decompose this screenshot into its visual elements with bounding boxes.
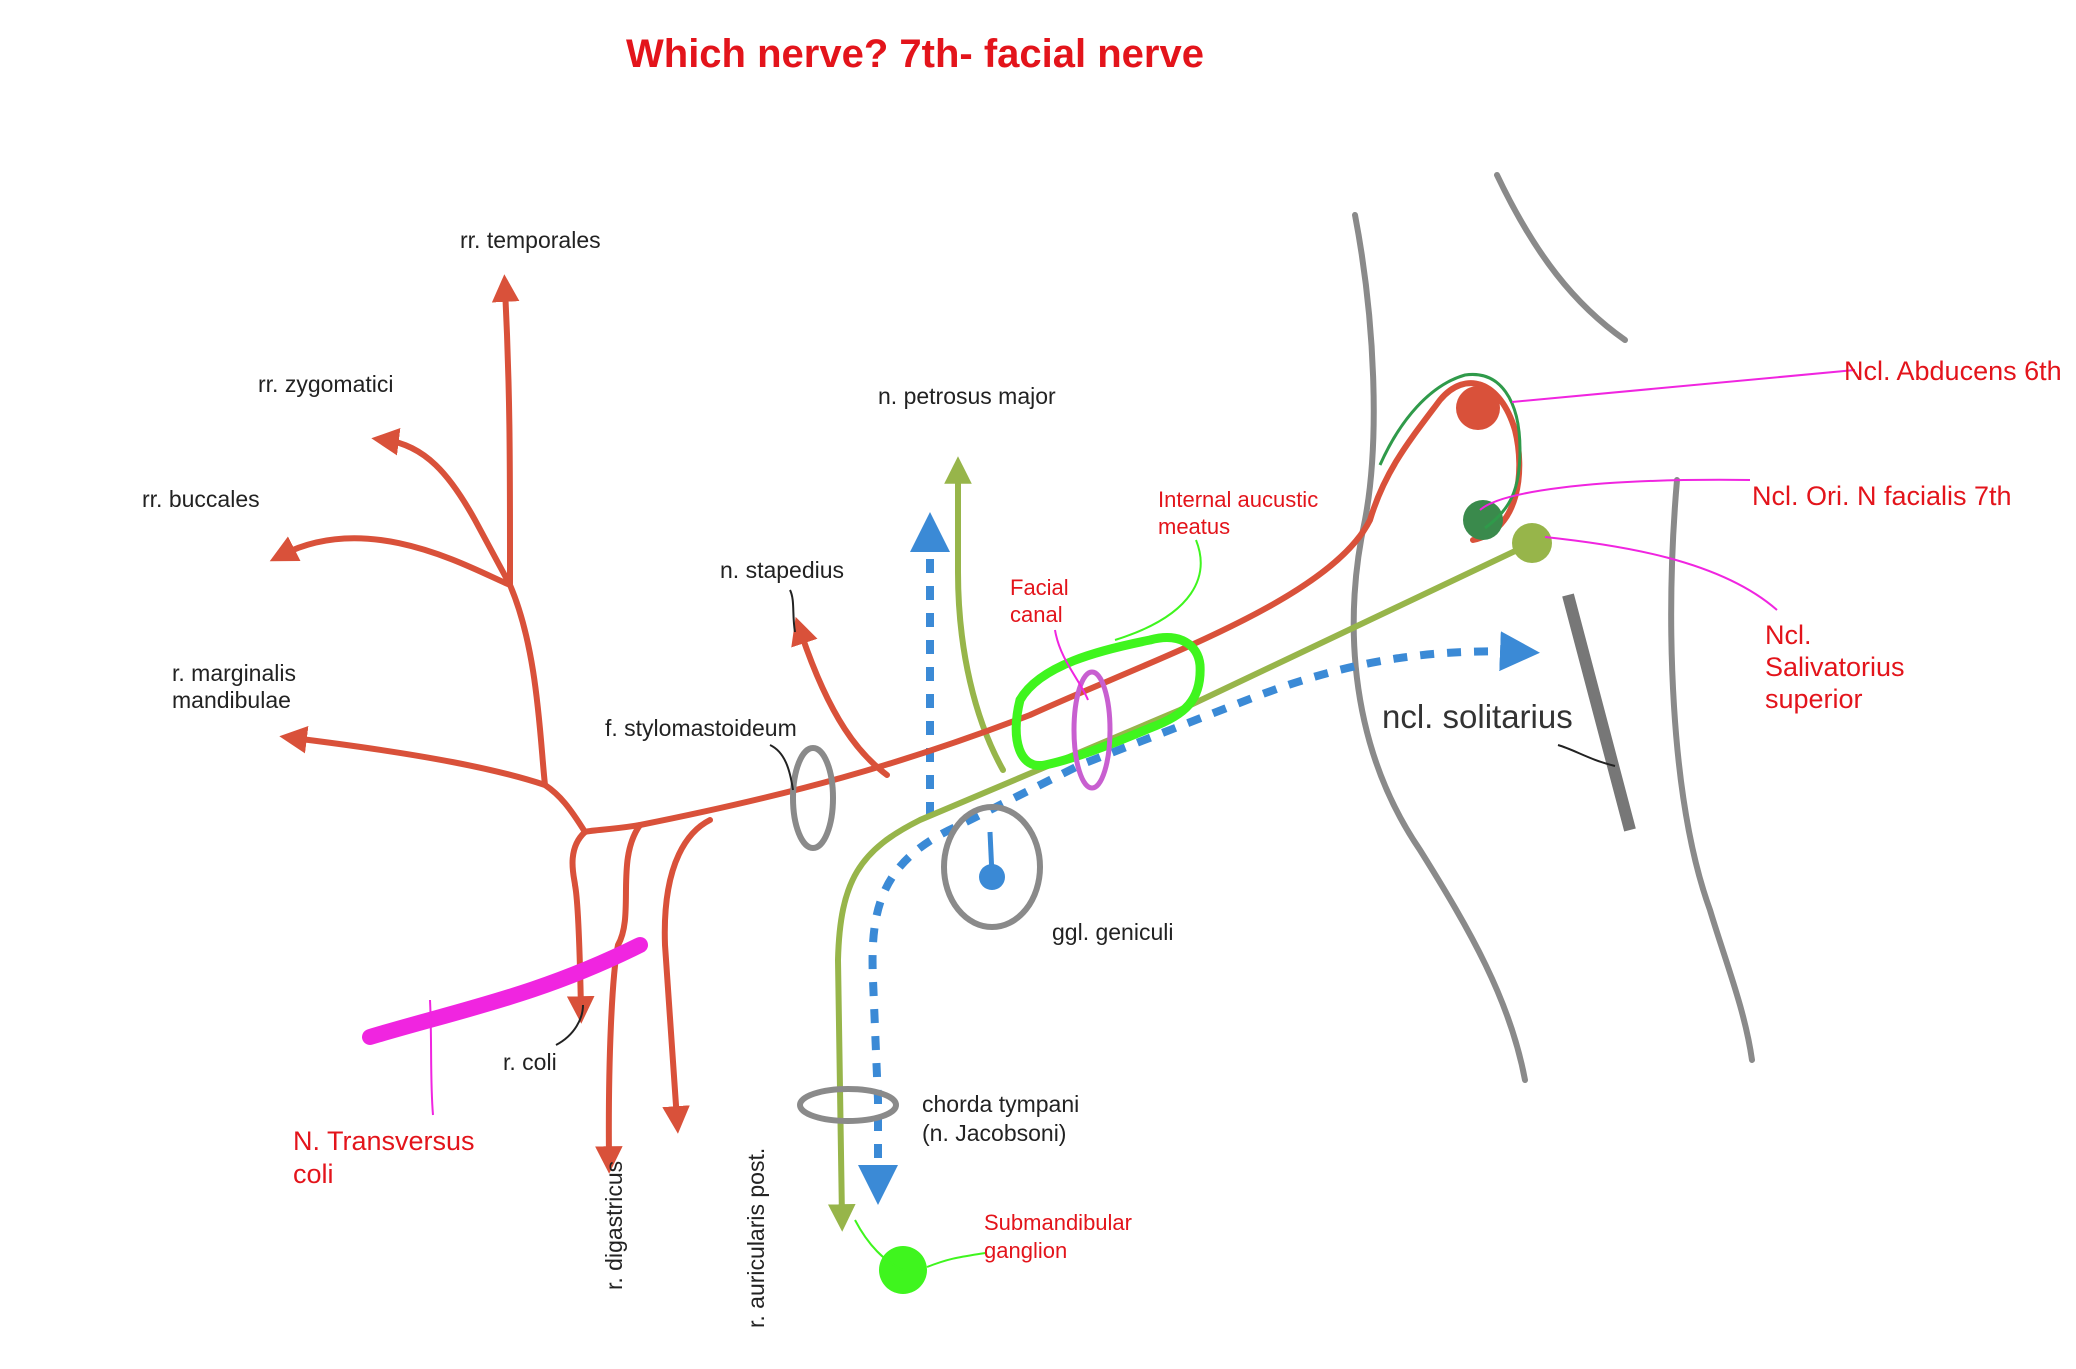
stylomastoid-ring [790, 745, 836, 851]
solitary-nucleus-bar [1562, 593, 1636, 832]
label-zygomatici: rr. zygomatici [258, 371, 393, 397]
genu-highlight [1378, 372, 1522, 530]
annotation-facialis: Ncl. Ori. N facialis 7th [1752, 481, 2012, 511]
annotation-abducens: Ncl. Abducens 6th [1844, 356, 2062, 386]
label-pointers-magenta [429, 369, 1856, 1116]
label-geniculi: ggl. geniculi [1052, 919, 1173, 945]
annotation-superior: superior [1765, 684, 1863, 714]
geniculate-ganglion [941, 804, 1043, 930]
label-jacobsoni: (n. Jacobsoni) [922, 1120, 1066, 1146]
parasympathetic-fibers [827, 456, 1535, 1232]
label-stapedius: n. stapedius [720, 557, 844, 583]
label-coli: r. coli [503, 1049, 557, 1075]
salivatory-nucleus [1512, 523, 1552, 563]
facial-canal-ring [1071, 669, 1113, 791]
annotation-salivatorius-ncl: Ncl. [1765, 620, 1812, 650]
annotation-facial: Facial [1010, 575, 1069, 600]
label-marginalis: r. marginalis [172, 660, 296, 686]
label-pointers-green [854, 539, 1202, 1271]
internal-acoustic-meatus-highlight [1011, 633, 1205, 770]
label-digastricus: r. digastricus [601, 1161, 627, 1290]
annotation-internal-meatus: Internal aucustic [1158, 487, 1318, 512]
label-stylomastoideum: f. stylomastoideum [605, 715, 797, 741]
brainstem-outline [1350, 172, 1755, 1083]
annotation-canal: canal [1010, 602, 1063, 627]
annotation-submandibular: Submandibular [984, 1210, 1132, 1235]
label-pointers-black [555, 589, 1616, 1046]
label-petrosus: n. petrosus major [878, 383, 1056, 409]
label-temporales: rr. temporales [460, 227, 601, 253]
chorda-tympani-ring [797, 1086, 899, 1124]
annotation-ganglion: ganglion [984, 1238, 1067, 1263]
label-auricularis: r. auricularis post. [743, 1148, 769, 1328]
facial-motor-nucleus [1463, 500, 1503, 540]
annotation-transversus: N. Transversus [293, 1126, 475, 1156]
annotation-meatus: meatus [1158, 514, 1230, 539]
transversus-coli-highlight [362, 937, 648, 1045]
label-mandibulae: mandibulae [172, 687, 291, 713]
annotation-salivatorius: Salivatorius [1765, 652, 1905, 682]
label-solitarius: ncl. solitarius [1382, 698, 1573, 735]
page-title: Which nerve? 7th- facial nerve [626, 32, 1204, 76]
abducens-nucleus [1456, 386, 1500, 430]
annotation-transversus-coli: coli [293, 1159, 334, 1189]
label-buccales: rr. buccales [142, 486, 260, 512]
label-chorda-tympani: chorda tympani [922, 1091, 1079, 1117]
sensory-pathway [858, 512, 1540, 1205]
motor-fibers [269, 274, 1523, 1174]
